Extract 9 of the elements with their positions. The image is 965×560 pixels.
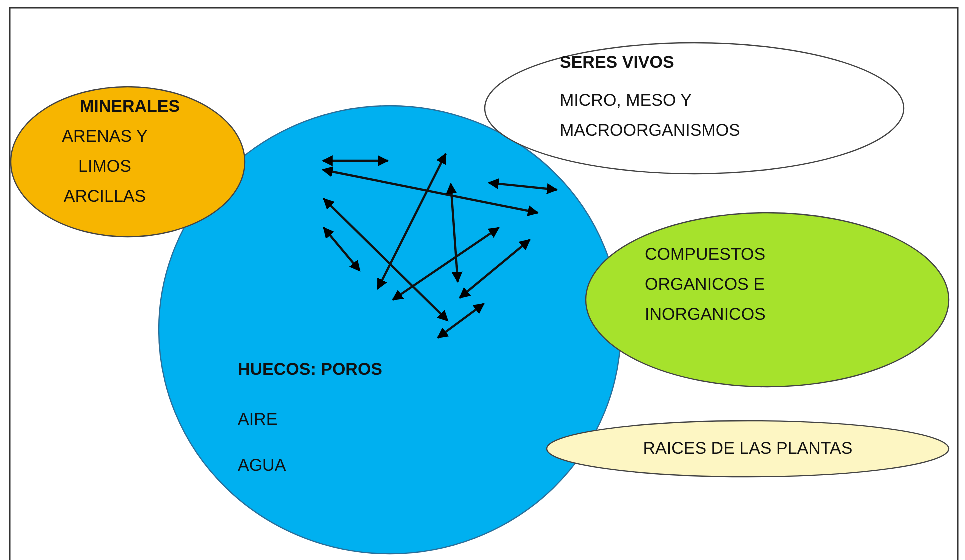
body-text: RAICES DE LAS PLANTAS (642, 438, 854, 460)
heading-text: MINERALES (78, 96, 182, 118)
body-text: COMPUESTOS ORGANICOS E INORGANICOS (645, 244, 767, 326)
heading-text: HUECOS: POROS (238, 359, 384, 381)
body-text: ARENAS Y LIMOS ARCILLAS (61, 126, 149, 208)
heading-text: SERES VIVOS (560, 52, 676, 74)
body-text: AGUA (238, 455, 288, 477)
body-text: MICRO, MESO Y MACROORGANISMOS (560, 90, 742, 142)
body-text: AIRE (238, 409, 279, 431)
